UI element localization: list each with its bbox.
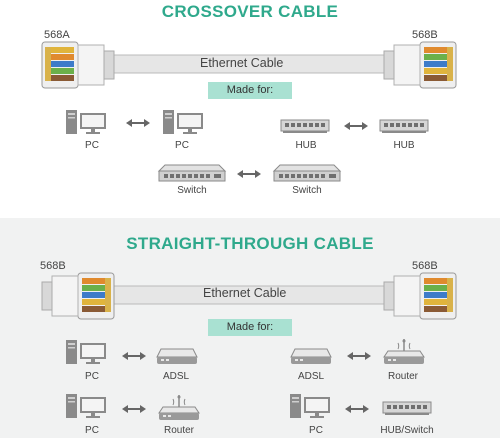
router-label: Router [163, 425, 194, 436]
hub-icon [379, 119, 429, 134]
crossover-section: CROSSOVER CABLE 568A 568B Ethernet Cable… [0, 0, 500, 212]
straight-left-standard: 568B [40, 260, 66, 272]
crossover-cable-label: Ethernet Cable [200, 56, 284, 70]
connector-icon [41, 272, 115, 320]
pc-label: PC [85, 425, 99, 436]
hub-icon [382, 401, 432, 416]
pc-icon [290, 394, 330, 418]
hub-label: HUB [393, 140, 415, 151]
router-icon [158, 394, 200, 421]
double-arrow-icon [122, 405, 146, 413]
hub-label: HUB [295, 140, 317, 151]
switch-label: Switch [292, 185, 322, 196]
adsl-modem-icon [290, 348, 332, 365]
pc-icon [66, 340, 106, 364]
connector-icon [41, 41, 115, 89]
straight-right-standard: 568B [412, 260, 438, 272]
pc-label: PC [85, 371, 99, 382]
switch-label: Switch [177, 185, 207, 196]
straight-made-for-badge: Made for: [208, 319, 292, 336]
crossover-right-standard: 568B [412, 29, 438, 41]
hub-icon [280, 119, 330, 134]
switch-icon [158, 164, 226, 182]
connector-icon [383, 41, 457, 89]
straight-cable-label: Ethernet Cable [203, 286, 287, 300]
hub-switch-label: HUB/Switch [380, 425, 434, 436]
switch-icon [273, 164, 341, 182]
adsl-label: ADSL [297, 371, 325, 382]
double-arrow-icon [126, 119, 150, 127]
double-arrow-icon [122, 352, 146, 360]
double-arrow-icon [345, 405, 369, 413]
pc-label: PC [85, 140, 99, 151]
crossover-left-standard: 568A [44, 29, 70, 41]
double-arrow-icon [344, 122, 368, 130]
double-arrow-icon [237, 170, 261, 178]
adsl-label: ADSL [162, 371, 190, 382]
straight-through-title: STRAIGHT-THROUGH CABLE [126, 234, 374, 253]
crossover-title: CROSSOVER CABLE [161, 2, 339, 21]
router-icon [383, 338, 425, 365]
router-label: Router [387, 371, 418, 382]
pc-icon [66, 394, 106, 418]
straight-through-section: STRAIGHT-THROUGH CABLE 568B 568B Etherne… [0, 218, 500, 438]
double-arrow-icon [347, 352, 371, 360]
pc-icon [163, 110, 203, 134]
pc-label: PC [175, 140, 189, 151]
connector-icon [383, 272, 457, 320]
pc-icon [66, 110, 106, 134]
adsl-modem-icon [156, 348, 198, 365]
crossover-made-for-badge: Made for: [208, 82, 292, 99]
pc-label: PC [309, 425, 323, 436]
